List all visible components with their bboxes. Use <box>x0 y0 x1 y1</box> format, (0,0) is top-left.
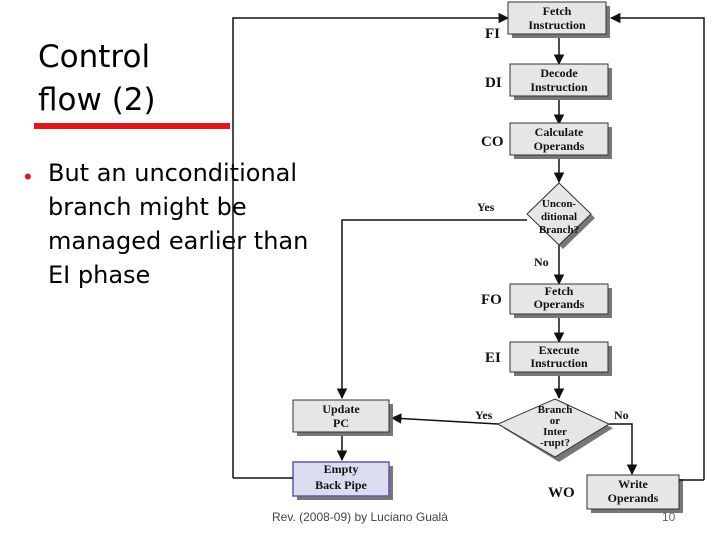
uncond-line-1: Uncon- <box>542 198 577 210</box>
branch-no-label: No <box>614 408 629 422</box>
empty-back-pipe-line-1: Empty <box>324 462 359 476</box>
flow-connectors <box>232 12 705 480</box>
stage-label-co: CO <box>481 134 504 150</box>
title-line-1: Control <box>38 39 151 75</box>
fetch-instruction-box: Fetch Instruction <box>507 1 610 38</box>
fetch-operands-line-2: Operands <box>534 297 585 311</box>
stage-label-fo: FO <box>481 292 502 308</box>
slide-title: Control flow (2) <box>38 36 228 122</box>
footer-credit: Rev. (2008-09) by Luciano Gualà <box>272 510 448 524</box>
execute-instruction-line-2: Instruction <box>530 356 588 370</box>
fetch-operands-box: Fetch Operands <box>509 283 612 318</box>
stage-label-wo: WO <box>548 485 575 501</box>
write-operands-line-2: Operands <box>608 491 659 505</box>
branch-line-4: -rupt? <box>540 437 570 449</box>
update-pc-line-2: PC <box>333 416 349 430</box>
execute-instruction-line-1: Execute <box>539 343 580 357</box>
stage-label-di: DI <box>485 75 502 91</box>
title-underline <box>34 123 230 129</box>
update-pc-line-1: Update <box>322 402 360 416</box>
execute-instruction-box: Execute Instruction <box>509 341 612 376</box>
branch-line-1: Branch <box>538 404 573 416</box>
title-line-2: flow (2) <box>38 82 156 118</box>
calculate-operands-box: Calculate Operands <box>509 122 612 159</box>
uncond-no-label: No <box>534 255 549 269</box>
write-operands-line-1: Write <box>618 477 648 491</box>
stage-label-fi: FI <box>485 26 500 42</box>
update-pc-box: Update PC <box>292 399 393 436</box>
branch-line-2: or <box>550 415 561 427</box>
decode-instruction-line-1: Decode <box>540 66 578 80</box>
calculate-operands-line-1: Calculate <box>535 125 584 139</box>
uncond-yes-label: Yes <box>477 200 495 214</box>
page-number: 10 <box>662 510 676 524</box>
unconditional-branch-decision: Uncon- ditional Branch? <box>526 182 595 249</box>
empty-back-pipe-line-2: Back Pipe <box>315 478 367 492</box>
empty-back-pipe-box: Empty Back Pipe <box>292 461 393 500</box>
branch-line-3: Inter <box>543 426 567 438</box>
fetch-operands-line-1: Fetch <box>545 284 574 298</box>
decode-instruction-line-2: Instruction <box>530 80 588 94</box>
decode-instruction-box: Decode Instruction <box>509 63 612 100</box>
bullet-text: But an unconditional branch might be man… <box>48 159 309 289</box>
uncond-line-3: Branch? <box>539 224 579 236</box>
uncond-line-2: ditional <box>541 211 577 223</box>
bullet-icon: • <box>24 164 32 189</box>
write-operands-box: Write Operands <box>586 474 683 513</box>
fetch-instruction-line-2: Instruction <box>528 18 586 32</box>
branch-yes-label: Yes <box>475 408 493 422</box>
fetch-instruction-line-1: Fetch <box>543 4 572 18</box>
stage-label-ei: EI <box>485 350 501 366</box>
branch-or-interrupt-decision: Branch or Inter -rupt? <box>496 398 613 462</box>
calculate-operands-line-2: Operands <box>534 139 585 153</box>
